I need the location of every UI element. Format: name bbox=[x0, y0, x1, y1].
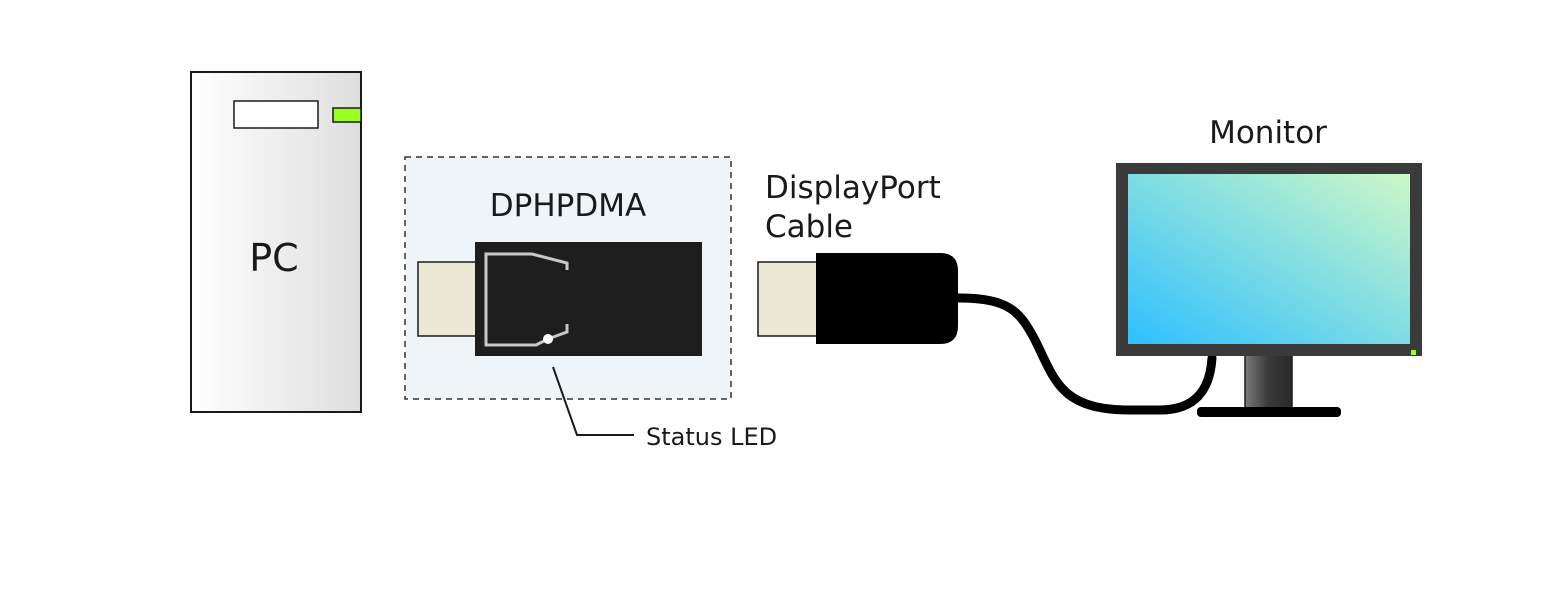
led-trace bbox=[484, 252, 569, 347]
adapter-body bbox=[475, 242, 702, 356]
monitor-label: Monitor bbox=[1209, 115, 1327, 151]
pc-label: PC bbox=[249, 236, 298, 280]
status-led-callout: Status LED bbox=[552, 366, 777, 451]
cable-plug-tip bbox=[757, 261, 819, 337]
cable-label-line2: Cable bbox=[765, 209, 853, 245]
pc-power-led bbox=[332, 107, 362, 123]
monitor-power-led bbox=[1411, 350, 1416, 355]
adapter-label: DPHPDMA bbox=[490, 188, 646, 224]
status-led-icon bbox=[543, 334, 553, 344]
cable-wire bbox=[953, 293, 1217, 415]
monitor-stand-base bbox=[1197, 407, 1341, 417]
monitor-stand-neck bbox=[1244, 354, 1293, 411]
pc-drive-bay bbox=[233, 100, 319, 129]
displayport-cable-icon: DisplayPort Cable bbox=[757, 170, 1217, 415]
pc-tower-icon: PC bbox=[190, 71, 362, 413]
adapter-device-icon bbox=[417, 242, 702, 356]
monitor-screen bbox=[1128, 174, 1410, 344]
monitor-icon: Monitor bbox=[1116, 115, 1422, 417]
adapter-plug bbox=[417, 261, 477, 337]
callout-leader-line bbox=[552, 366, 634, 436]
cable-connector bbox=[816, 253, 958, 344]
cable-label-line1: DisplayPort bbox=[765, 170, 941, 206]
status-led-label: Status LED bbox=[646, 423, 777, 451]
adapter-zone: DPHPDMA bbox=[404, 156, 732, 400]
